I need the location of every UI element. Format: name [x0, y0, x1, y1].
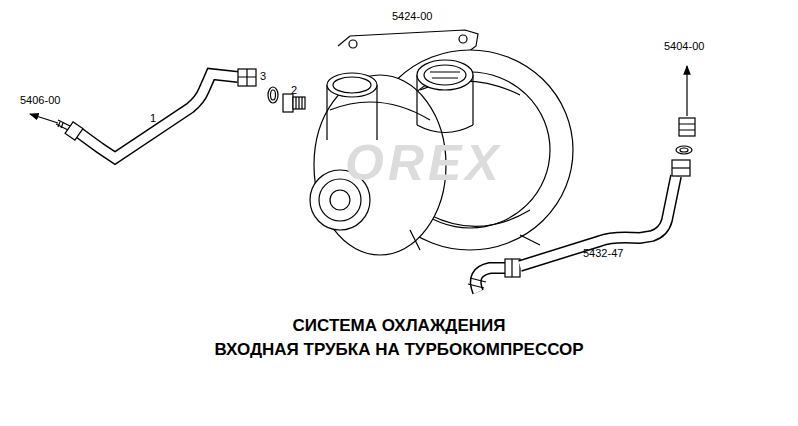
- part-outline: [672, 167, 690, 168]
- fitting-shape: [283, 94, 293, 112]
- callout-number: 1: [150, 112, 156, 124]
- part-outline: [511, 259, 512, 277]
- watermark: OREX: [345, 138, 503, 188]
- part-outline: [338, 30, 478, 52]
- round-part: [459, 35, 467, 43]
- callout-number: 3: [260, 70, 266, 82]
- fitting-shape: [679, 118, 695, 136]
- part-number: 5432-47: [583, 247, 623, 259]
- wrap-spacer: [529, 314, 599, 338]
- round-part: [271, 90, 276, 100]
- part-number: 5406-00: [20, 94, 60, 106]
- fitting-shape: [293, 97, 305, 109]
- fitting-shape: [672, 160, 690, 176]
- part-outline: [679, 124, 695, 130]
- round-part: [349, 40, 357, 48]
- part-outline: [430, 210, 530, 226]
- round-part: [327, 73, 377, 97]
- diagram-title: СИСТЕМА ОХЛАЖДЕНИЯ ВХОДНАЯ ТРУБКА НА ТУР…: [199, 314, 599, 362]
- round-part: [333, 77, 371, 93]
- wrap-spacer: [199, 314, 269, 338]
- round-part: [417, 60, 473, 90]
- part-outline: [520, 176, 676, 266]
- part-outline: [78, 74, 238, 158]
- round-part: [424, 65, 466, 85]
- part-outline: [430, 72, 460, 78]
- part-outline: [330, 102, 430, 120]
- part-number: 5424-00: [392, 10, 432, 22]
- part-outline: [468, 278, 486, 288]
- svg-part: [30, 30, 695, 292]
- round-part: [330, 190, 350, 210]
- part-outline: [296, 97, 302, 109]
- round-part: [268, 87, 278, 103]
- part-outline: [686, 66, 687, 116]
- part-outline: [238, 69, 256, 86]
- callout-number: 2: [291, 84, 297, 96]
- part-outline: [78, 74, 238, 158]
- fitting-shape: [505, 259, 520, 277]
- part-number: 5404-00: [664, 40, 704, 52]
- part-outline: [30, 114, 58, 123]
- fitting-shape: [238, 69, 256, 86]
- part-outline: [410, 230, 540, 250]
- round-part: [676, 146, 692, 154]
- part-outline: [417, 125, 473, 133]
- part-outline: [56, 120, 70, 130]
- round-part: [680, 148, 688, 152]
- part-outline: [520, 176, 676, 266]
